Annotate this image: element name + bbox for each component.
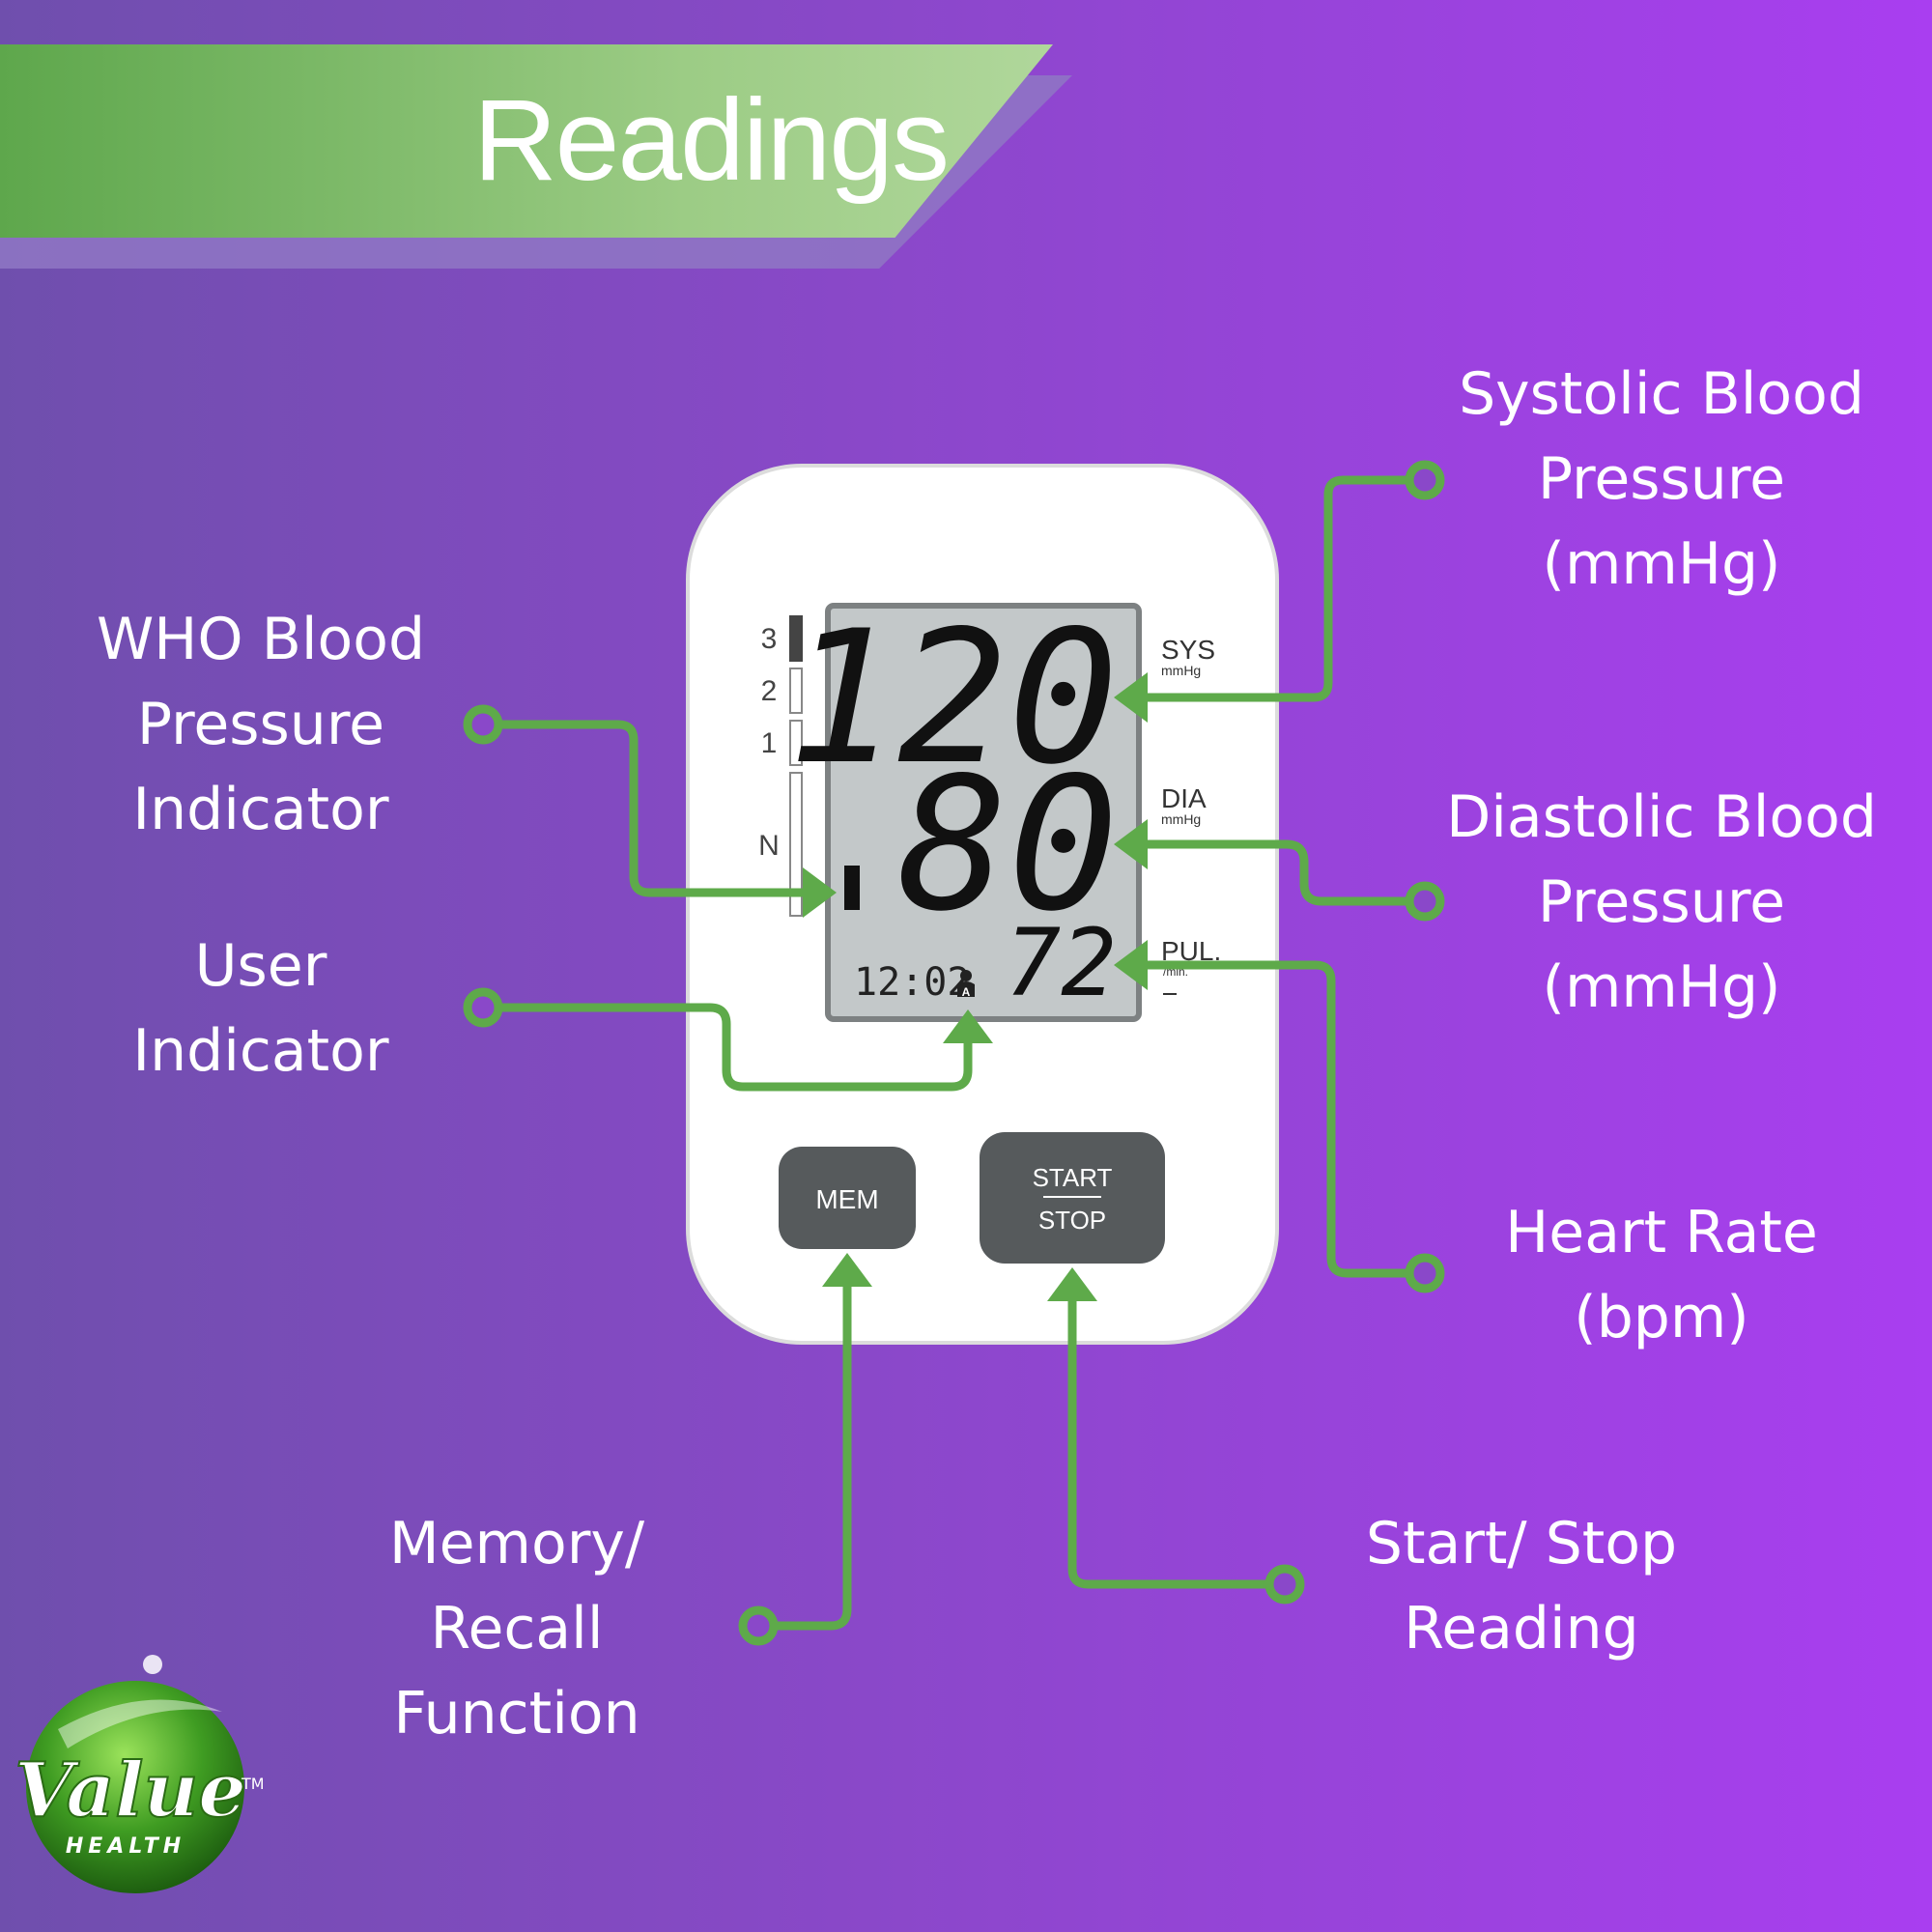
who-connector <box>478 720 832 897</box>
scale-bar-3 <box>789 615 803 662</box>
start-stop-label: Start/ Stop Reading <box>1365 1510 1678 1662</box>
mem-connector <box>753 1270 852 1631</box>
systolic-arrow <box>1114 672 1148 723</box>
heart-rate-label: Heart Rate (bpm) <box>1505 1199 1818 1351</box>
who-indicator-label: WHO Blood Pressure Indicator <box>96 606 426 843</box>
mem-button[interactable]: MEM <box>779 1147 916 1249</box>
systolic-connector-dot <box>1405 460 1445 500</box>
scale-bar-n <box>789 772 803 917</box>
diastolic-arrow <box>1114 819 1148 869</box>
logo-tm: TM <box>241 1775 265 1793</box>
start-stop-arrow <box>1047 1267 1097 1301</box>
mem-arrow <box>822 1253 872 1287</box>
diastolic-value: 80 <box>897 738 1119 952</box>
sys-label: SYS <box>1161 635 1215 665</box>
user-icon: A <box>957 970 975 999</box>
user-letter: A <box>962 985 971 999</box>
stop-label: STOP <box>1038 1206 1106 1235</box>
start-stop-connector <box>1067 1284 1290 1589</box>
scale-label-3: 3 <box>761 623 778 655</box>
who-connector-dot <box>463 704 503 745</box>
systolic-connector <box>1138 475 1430 702</box>
systolic-label: Systolic Blood Pressure (mmHg) <box>1459 360 1864 598</box>
logo-sparkle-icon <box>143 1655 162 1674</box>
logo-swoosh <box>58 1699 222 1748</box>
heart-rate-connector <box>1138 960 1430 1278</box>
who-arrow <box>803 867 837 918</box>
user-arrow <box>943 1009 993 1043</box>
scale-label-1: 1 <box>761 727 778 759</box>
title-banner <box>0 44 1053 238</box>
start-stop-button[interactable]: START STOP <box>980 1132 1165 1264</box>
mem-connector-dot <box>738 1605 779 1646</box>
page-title: Readings <box>473 75 950 205</box>
heart-rate-arrow <box>1114 940 1148 990</box>
mem-button-label: MEM <box>815 1184 878 1214</box>
value-health-logo: Value HEALTH TM <box>14 1655 265 1893</box>
scale-bar-1 <box>789 720 803 766</box>
user-connector-dot <box>463 987 503 1028</box>
clock-time: 12:02 <box>854 960 970 1005</box>
who-scale: 3 2 1 N <box>758 615 803 917</box>
lcd-screen <box>825 603 1142 1022</box>
pulse-dash <box>1163 993 1177 995</box>
diastolic-connector-dot <box>1405 881 1445 922</box>
pulse-value: 72 <box>1005 909 1117 1017</box>
start-label: START <box>1033 1163 1113 1192</box>
dia-unit: mmHg <box>1161 811 1201 827</box>
user-indicator-label: User Indicator <box>132 932 389 1085</box>
logo-sub: HEALTH <box>66 1834 185 1859</box>
user-connector <box>478 1003 973 1092</box>
who-indicator-mark <box>844 866 860 910</box>
sys-unit: mmHg <box>1161 663 1201 678</box>
systolic-value: 120 <box>787 591 1119 805</box>
button-divider <box>1043 1196 1101 1198</box>
logo-brand: Value <box>14 1747 246 1834</box>
heart-rate-connector-dot <box>1405 1253 1445 1293</box>
logo-globe <box>26 1681 244 1893</box>
dia-label: DIA <box>1161 783 1207 813</box>
scale-label-n: N <box>758 830 780 862</box>
diastolic-connector <box>1138 839 1430 906</box>
diastolic-label: Diastolic Blood Pressure (mmHg) <box>1446 783 1877 1021</box>
memory-recall-label: Memory/ Recall Function <box>388 1510 645 1747</box>
scale-label-2: 2 <box>761 675 778 707</box>
scale-bar-2 <box>789 668 803 714</box>
start-stop-connector-dot <box>1264 1564 1305 1605</box>
